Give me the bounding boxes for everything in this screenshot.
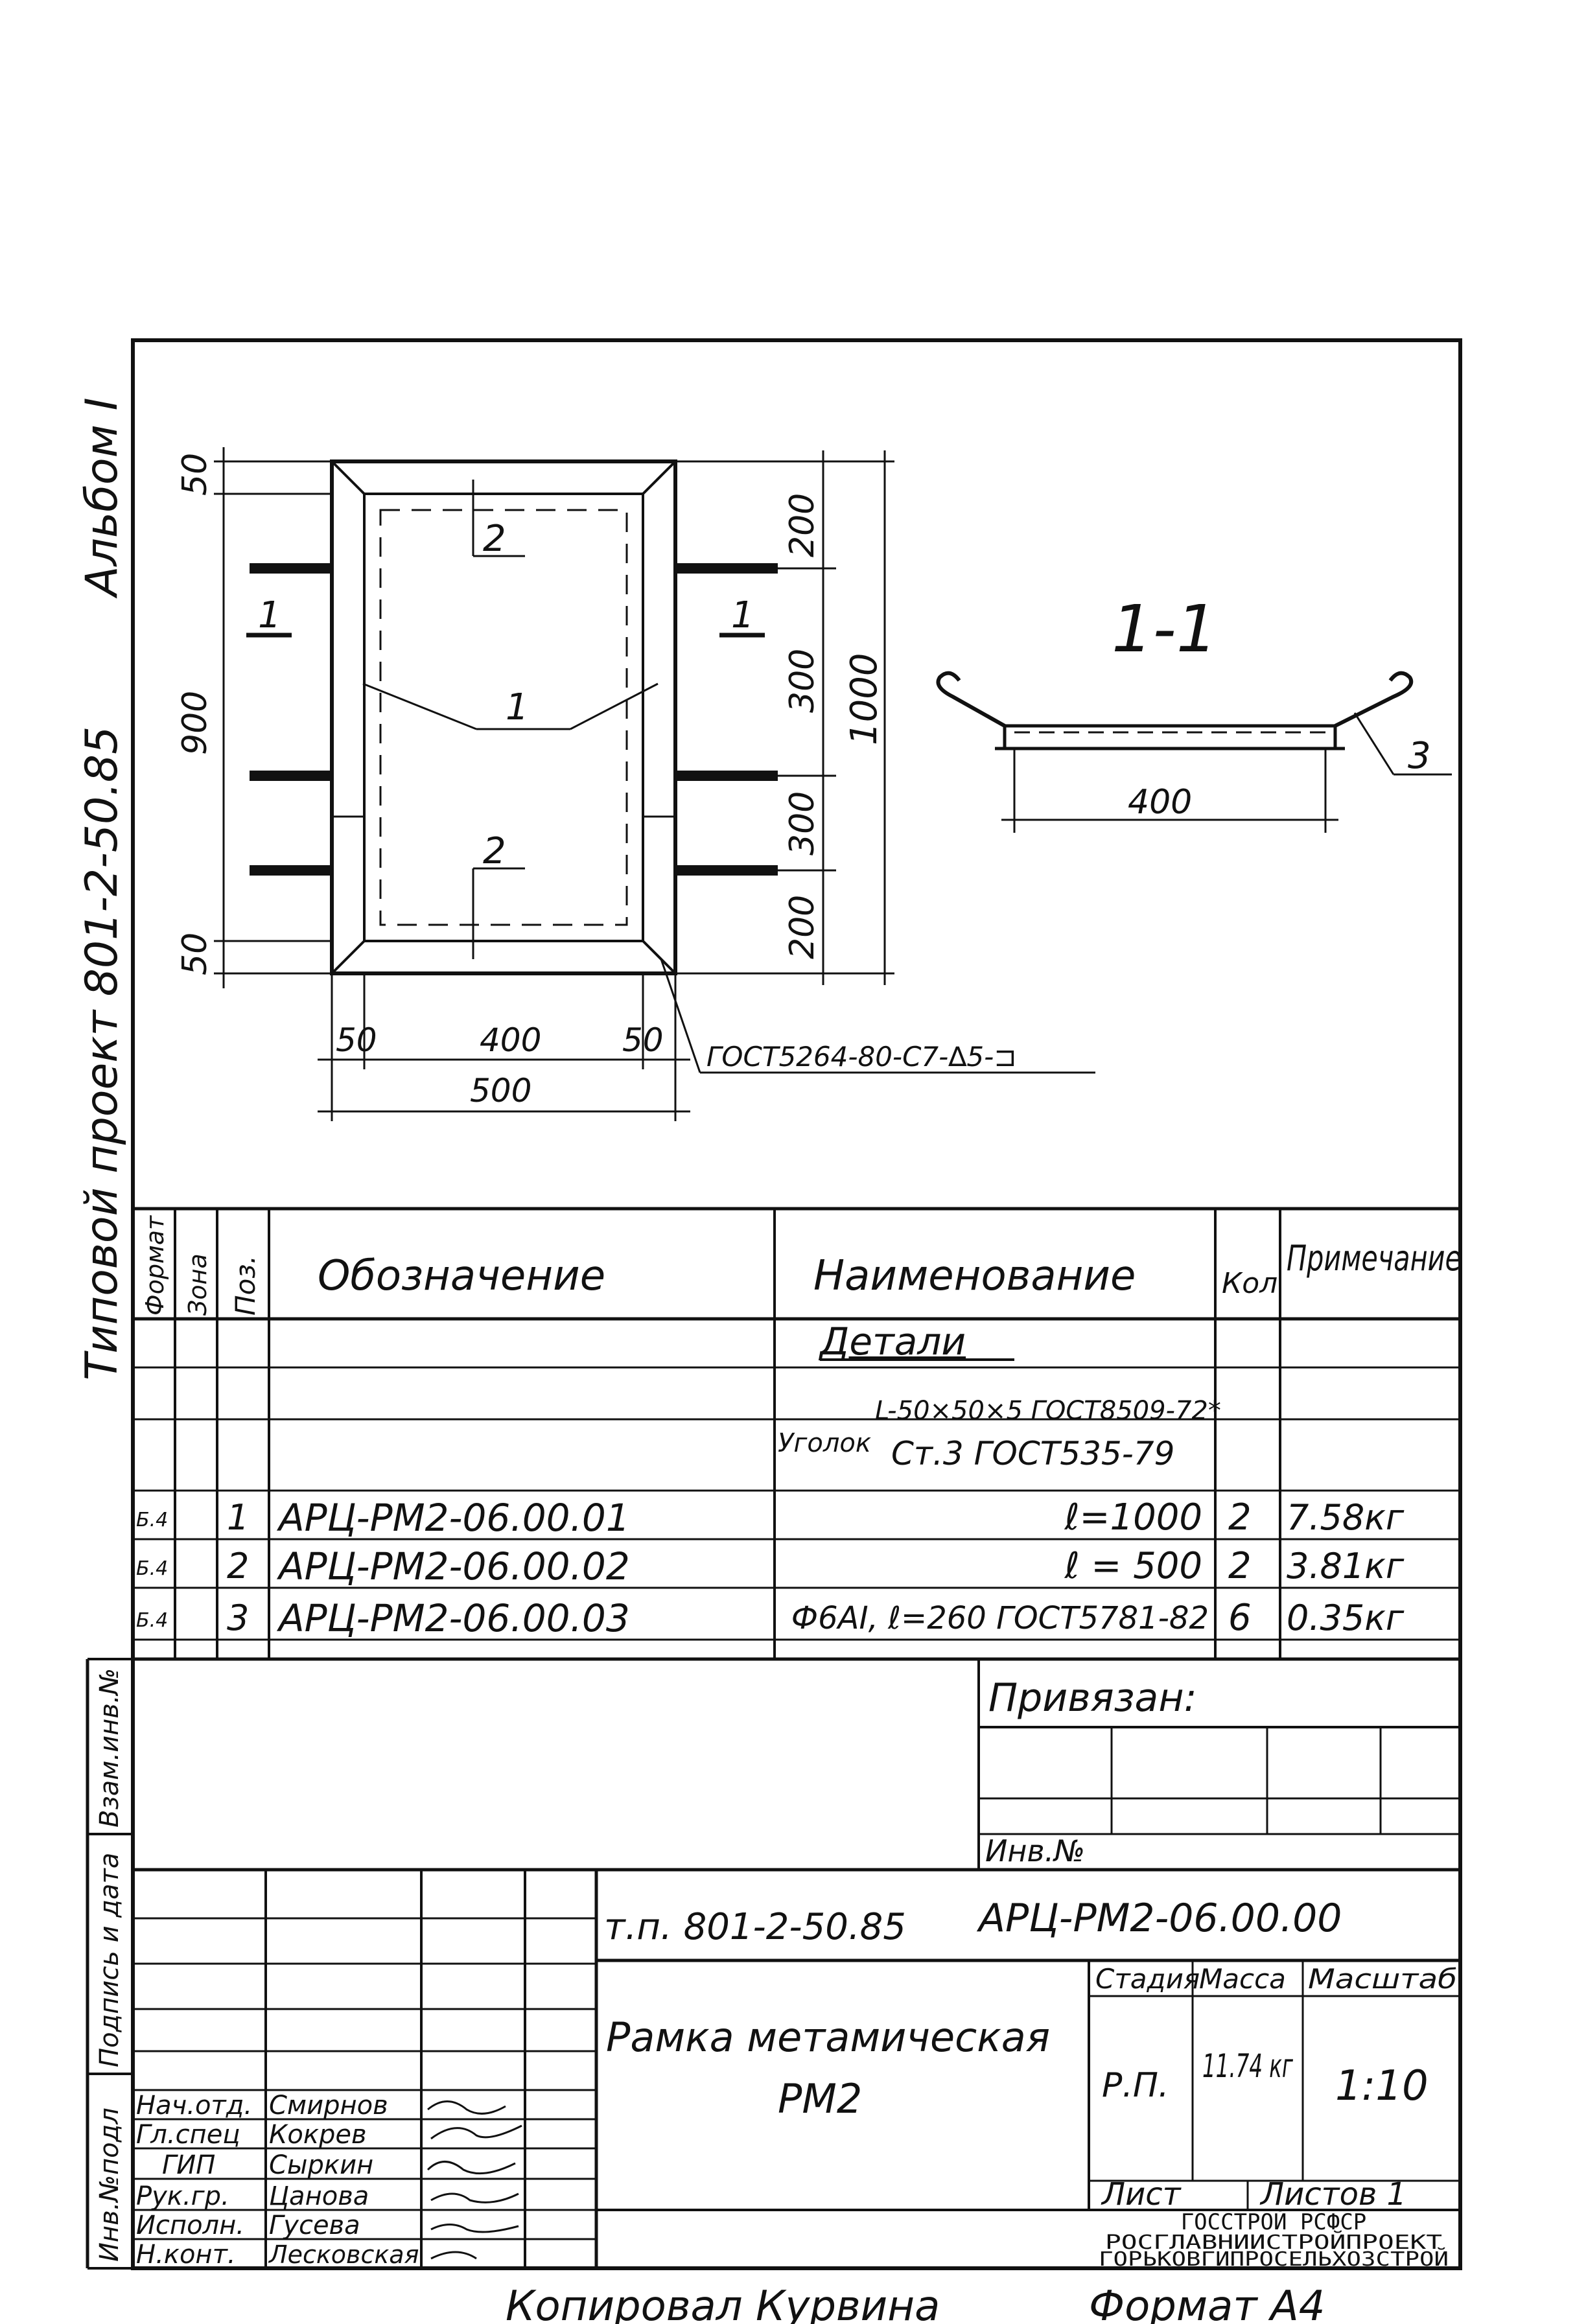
role-4: Рук.гр. — [136, 2181, 229, 2211]
row2-format: Б.4 — [136, 1557, 168, 1580]
row3-pos: 3 — [227, 1598, 249, 1638]
dim-bottom: 50 — [176, 933, 215, 975]
row3-qty: 6 — [1228, 1597, 1252, 1639]
tb-name-1: Рамка метамическая — [606, 2014, 1050, 2061]
material-2: L-50×50×5 ГОСТ8509-72* — [875, 1396, 1221, 1426]
role-6: Н.конт. — [136, 2240, 236, 2270]
binding-title: Привязан: — [988, 1675, 1197, 1721]
role-2: Гл.спец — [136, 2120, 240, 2150]
hdr-name: Наименование — [813, 1252, 1136, 1300]
hdr-designation: Обозначение — [318, 1252, 605, 1300]
row3-designation: АРЦ-РМ2-06.00.03 — [276, 1596, 630, 1640]
plan-view: 50 900 50 200 300 300 200 1000 50 400 50… — [176, 447, 1095, 1121]
footer-format: Формат А4 — [1089, 2283, 1325, 2324]
row2-note: 3.81кг — [1287, 1546, 1405, 1586]
row2-designation: АРЦ-РМ2-06.00.02 — [276, 1544, 630, 1588]
role-3: ГИП — [162, 2150, 215, 2180]
tb-sheet: Лист — [1101, 2176, 1182, 2213]
footer-copied: Копировал Курвина — [506, 2283, 940, 2324]
tb-code: АРЦ-РМ2-06.00.00 — [976, 1896, 1342, 1941]
dim-1000: 1000 — [843, 653, 885, 745]
row1-qty: 2 — [1228, 1496, 1252, 1539]
row2-qty: 2 — [1228, 1545, 1252, 1587]
tb-org-2: РОСГЛАВНИИСТРОЙПРОЕКТ — [1105, 2231, 1442, 2254]
pos2b-label: 2 — [483, 830, 506, 872]
dim-900: 900 — [176, 691, 215, 755]
weld-note: ГОСТ5264-80-С7-∆5-⊐ — [706, 1041, 1016, 1073]
material-3: Ст.3 ГОСТ535-79 — [891, 1435, 1174, 1472]
tb-name-2: РМ2 — [778, 2075, 862, 2122]
tb-org-1: ГОССТРОЙ РСФСР — [1181, 2209, 1367, 2235]
tb-mass: 11.74 кг — [1202, 2047, 1293, 2085]
frame-hidden-line — [379, 509, 628, 926]
dim-r200b: 200 — [783, 895, 822, 959]
hdr-zone: Зона — [183, 1253, 212, 1316]
section-dim-400: 400 — [1128, 783, 1192, 822]
dim-400: 400 — [480, 1021, 541, 1059]
section-title: 1-1 — [1112, 591, 1217, 667]
tb-project: т.п. 801-2-50.85 — [604, 1906, 906, 1948]
section-view: 1-1 400 3 — [936, 591, 1452, 833]
binding-inv: Инв.№ — [985, 1833, 1085, 1868]
album-label: Альбом I — [76, 397, 128, 599]
row1-designation: АРЦ-РМ2-06.00.01 — [276, 1496, 630, 1540]
section-mark-left: 1 — [258, 594, 281, 636]
group-title: Детали — [818, 1319, 966, 1364]
frame-inner — [363, 493, 644, 942]
spec-table: Формат Зона Поз. Обозначение Наименовани… — [133, 1209, 1462, 1659]
person-5: Гусева — [269, 2211, 360, 2240]
dim-r200a: 200 — [783, 493, 822, 557]
person-4: Цанова — [269, 2181, 369, 2211]
tb-mass-h: Масса — [1199, 1963, 1286, 1995]
dim-r300a: 300 — [783, 649, 822, 713]
dim-r300b: 300 — [783, 791, 822, 855]
project-label: Типовой проект 801-2-50.85 — [76, 726, 128, 1380]
hdr-qty: Кол — [1222, 1267, 1278, 1300]
row1-format: Б.4 — [136, 1509, 168, 1531]
tb-scale-h: Масштаб — [1308, 1963, 1457, 1995]
role-1: Нач.отд. — [136, 2091, 252, 2121]
row1-pos: 1 — [227, 1497, 249, 1538]
dim-top: 50 — [176, 453, 215, 496]
binding-block: Привязан: Инв.№ — [977, 1659, 1460, 1870]
role-5: Исполн. — [136, 2211, 244, 2240]
inv-orig-label: Инв.№подл — [95, 2108, 124, 2262]
section-pos3: 3 — [1408, 735, 1431, 777]
row3-note: 0.35кг — [1287, 1598, 1405, 1638]
person-6: Лесковская — [268, 2240, 419, 2269]
row1-note: 7.58кг — [1287, 1497, 1405, 1538]
hdr-pos: Поз. — [229, 1255, 261, 1316]
tb-org-3: ГОРЬКОВГИПРОСЕЛЬХОЗСТРОЙ — [1099, 2248, 1449, 2271]
row1-name: ℓ=1000 — [1064, 1496, 1202, 1539]
person-2: Кокрев — [269, 2120, 367, 2150]
dim-50l: 50 — [336, 1021, 377, 1059]
section-mark-right: 1 — [731, 594, 754, 636]
sheet-frame — [131, 338, 1462, 2270]
tb-scale: 1:10 — [1335, 2062, 1429, 2110]
dim-50r: 50 — [622, 1021, 664, 1059]
frame-outline — [330, 459, 677, 975]
row3-format: Б.4 — [136, 1609, 168, 1632]
signatures — [426, 2100, 522, 2260]
tb-stage-h: Стадия — [1095, 1963, 1200, 1995]
row2-name: ℓ = 500 — [1064, 1545, 1202, 1587]
dim-500: 500 — [470, 1072, 531, 1110]
hdr-note: Примечание — [1287, 1238, 1462, 1279]
sign-date-label: Подпись и дата — [95, 1853, 124, 2067]
row2-pos: 2 — [227, 1546, 249, 1586]
tb-stage: Р.П. — [1102, 2066, 1169, 2105]
material-1: Уголок — [778, 1428, 871, 1458]
pos2a-label: 2 — [483, 518, 506, 560]
person-1: Смирнов — [269, 2091, 388, 2121]
inv-swap-label: Взам.инв.№ — [95, 1668, 124, 1828]
tb-sheets: Листов 1 — [1259, 2176, 1406, 2213]
row3-name: Ф6АI, ℓ=260 ГОСТ5781-82 — [791, 1600, 1209, 1636]
pos1-label: 1 — [506, 686, 529, 728]
title-block: Нач.отд. Смирнов Гл.спец Кокрев ГИП Сырк… — [133, 1868, 1460, 2271]
hdr-format: Формат — [141, 1214, 169, 1316]
person-3: Сыркин — [269, 2150, 373, 2180]
